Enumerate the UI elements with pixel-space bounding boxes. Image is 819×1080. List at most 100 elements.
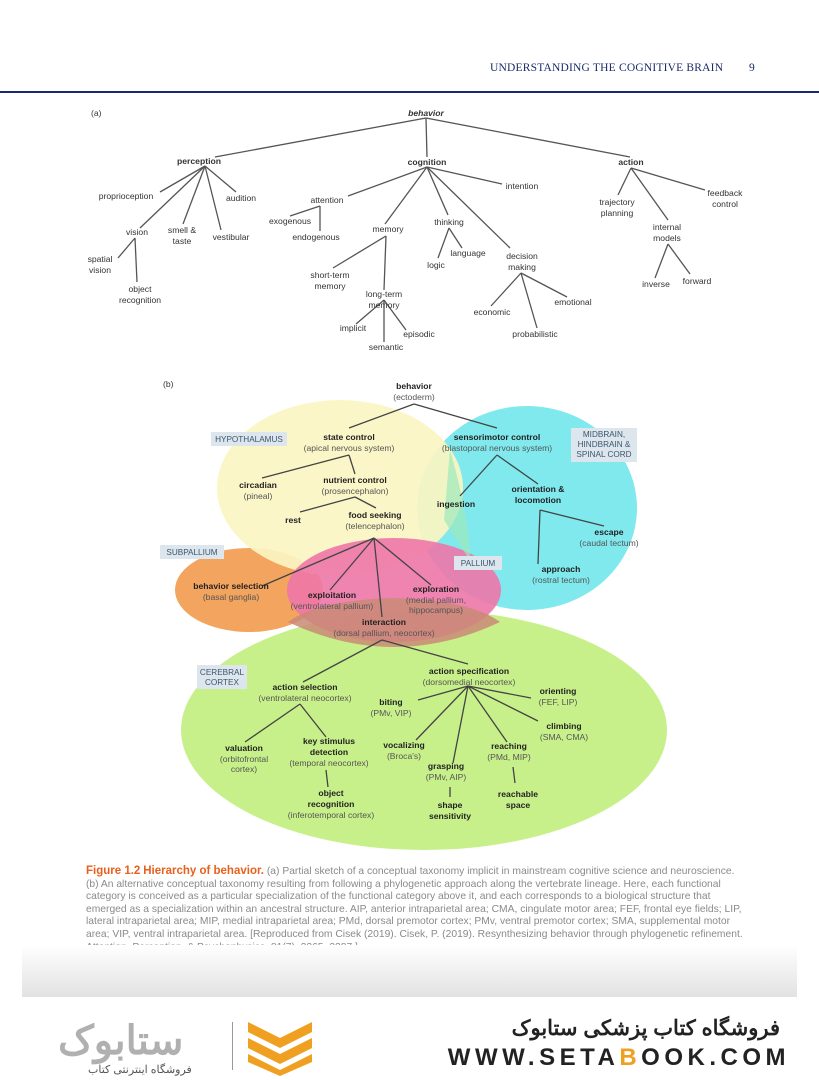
node-economic: economic [474, 307, 511, 317]
svg-text:state control: state control [323, 432, 375, 442]
node-feedback-control-1: feedback [708, 188, 744, 198]
node-b-key-stimulus-detection: key stimulus detection (temporal neocort… [289, 736, 368, 768]
page-number: 9 [749, 62, 755, 74]
node-short-term-memory-2: memory [314, 281, 346, 291]
node-audition: audition [226, 193, 256, 203]
node-b-reaching: reaching (PMd, MIP) [487, 741, 531, 762]
node-spatial-vision-2: vision [89, 265, 111, 275]
node-b-shape-sensitivity: shape sensitivity [429, 800, 471, 821]
node-spatial-vision-1: spatial [88, 254, 113, 264]
node-action: action [618, 157, 643, 167]
region-label-cerebral-cortex-2: CORTEX [205, 678, 240, 687]
svg-text:approach: approach [542, 564, 581, 574]
node-b-sensorimotor-control: sensorimotor control (blastoporal nervou… [442, 432, 552, 453]
setabook-chevron-logo-icon [248, 1022, 312, 1076]
footer-store-name: فروشگاه کتاب پزشکی ستابوک [511, 1017, 780, 1040]
caption-text: (a) Partial sketch of a conceptual taxon… [86, 866, 743, 953]
svg-text:(PMd, MIP): (PMd, MIP) [487, 752, 531, 762]
svg-text:(ectoderm): (ectoderm) [393, 392, 435, 402]
page-bottom-fade [22, 945, 797, 997]
svg-text:shape: shape [438, 800, 463, 810]
node-trajectory-planning-2: planning [601, 208, 634, 218]
caption-label: Figure 1.2 [86, 865, 141, 877]
svg-text:circadian: circadian [239, 480, 277, 490]
node-cognition: cognition [408, 157, 447, 167]
region-subpallium [175, 548, 323, 632]
region-label-box-subpallium [160, 545, 224, 559]
figure-1-2: (a) behavior perception cognition action… [88, 108, 744, 850]
node-b-exploration: exploration (medial pallium, hippocampus… [406, 584, 466, 615]
svg-text:(telencephalon): (telencephalon) [345, 521, 404, 531]
svg-text:reaching: reaching [491, 741, 527, 751]
svg-text:(PMv, AIP): (PMv, AIP) [426, 772, 467, 782]
node-decision-making-2: making [508, 262, 536, 272]
panel-a-label: (a) [91, 108, 102, 118]
svg-text:interaction: interaction [362, 617, 406, 627]
node-object-recognition-1: object [129, 284, 153, 294]
footer-url[interactable]: WWW.SETABOOK.COM [420, 1044, 790, 1072]
node-b-approach: approach (rostral tectum) [532, 564, 590, 585]
panel-a-lines [117, 117, 706, 342]
node-language: language [450, 248, 486, 258]
node-b-food-seeking: food seeking (telencephalon) [345, 510, 404, 531]
svg-text:(apical nervous system): (apical nervous system) [304, 443, 395, 453]
panel-b-regions [175, 400, 667, 850]
svg-text:exploitation: exploitation [308, 590, 356, 600]
node-b-behavior: behavior (ectoderm) [393, 381, 435, 402]
node-b-circadian: circadian (pineal) [239, 480, 277, 501]
node-internal-models-2: models [653, 233, 681, 243]
node-b-orienting: orienting (FEF, LIP) [539, 686, 578, 707]
node-vision: vision [126, 227, 148, 237]
svg-text:(medial pallium,: (medial pallium, [406, 595, 466, 605]
svg-text:(orbitofrontal: (orbitofrontal [220, 754, 268, 764]
svg-text:(SMA, CMA): (SMA, CMA) [540, 732, 588, 742]
node-b-orientation-locomotion: orientation & locomotion [512, 484, 565, 505]
svg-text:exploration: exploration [413, 584, 459, 594]
svg-text:rest: rest [285, 515, 301, 525]
svg-text:(blastoporal nervous system): (blastoporal nervous system) [442, 443, 552, 453]
node-memory: memory [372, 224, 404, 234]
panel-b-label: (b) [163, 379, 174, 389]
node-feedback-control-2: control [712, 199, 738, 209]
region-label-box-pallium [454, 556, 502, 570]
svg-text:(ventrolateral pallium): (ventrolateral pallium) [291, 601, 374, 611]
region-labels: HYPOTHALAMUS MIDBRAIN, HINDBRAIN & SPINA… [160, 428, 637, 689]
footer-url-accent: B [619, 1044, 642, 1071]
svg-text:orientation &: orientation & [512, 484, 565, 494]
footer-url-suffix: OOK.COM [641, 1044, 790, 1071]
node-b-escape: escape (caudal tectum) [579, 527, 638, 548]
node-exogenous: exogenous [269, 216, 311, 226]
region-label-hypothalamus: HYPOTHALAMUS [215, 435, 283, 444]
svg-text:(basal ganglia): (basal ganglia) [203, 592, 260, 602]
node-b-climbing: climbing (SMA, CMA) [540, 721, 588, 742]
setabook-logo-subtitle: فروشگاه اینترنتی کتاب [88, 1064, 192, 1076]
node-short-term-memory-1: short-term [310, 270, 349, 280]
node-smell-taste-2: taste [173, 236, 192, 246]
region-label-midbrain-1: MIDBRAIN, [583, 430, 625, 439]
svg-text:(prosencephalon): (prosencephalon) [322, 486, 389, 496]
panel-b-lines [244, 403, 605, 797]
node-endogenous: endogenous [292, 232, 339, 242]
node-probabilistic: probabilistic [512, 329, 558, 339]
node-b-state-control: state control (apical nervous system) [304, 432, 395, 453]
node-semantic: semantic [369, 342, 404, 352]
region-label-box-hypothalamus [211, 432, 287, 446]
node-intention: intention [506, 181, 539, 191]
footer-banner [0, 997, 819, 1080]
region-label-box-midbrain [571, 428, 637, 462]
svg-text:vocalizing: vocalizing [383, 740, 425, 750]
svg-text:valuation: valuation [225, 743, 263, 753]
panel-b-nodes: behavior (ectoderm) state control (apica… [193, 381, 638, 821]
node-b-grasping: grasping (PMv, AIP) [426, 761, 467, 782]
svg-text:behavior selection: behavior selection [193, 581, 268, 591]
region-label-midbrain-3: SPINAL CORD [576, 450, 631, 459]
node-b-ingestion: ingestion [437, 499, 475, 509]
region-label-subpallium: SUBPALLIUM [166, 548, 217, 557]
region-label-midbrain-2: HINDBRAIN & [578, 440, 631, 449]
node-forward: forward [683, 276, 712, 286]
node-b-action-specification: action specification (dorsomedial neocor… [423, 666, 516, 687]
svg-text:escape: escape [594, 527, 623, 537]
node-thinking: thinking [434, 217, 464, 227]
svg-text:space: space [506, 800, 531, 810]
node-proprioception: proprioception [99, 191, 154, 201]
